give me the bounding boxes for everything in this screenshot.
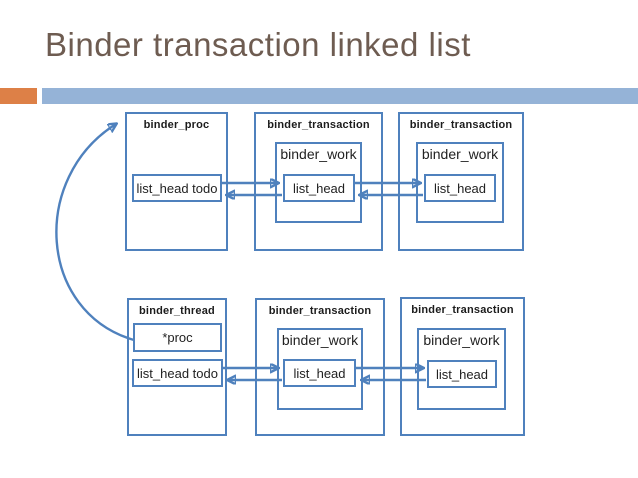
field-list-head: list_head	[283, 174, 355, 202]
field-list-head-todo: list_head todo	[132, 359, 223, 387]
box-binder-work: binder_work list_head	[277, 328, 363, 410]
slide-title: Binder transaction linked list	[45, 26, 471, 63]
proc-pointer-arrow	[55, 124, 135, 342]
binder-work-label: binder_work	[280, 146, 357, 162]
box-binder-transaction-title: binder_transaction	[267, 119, 370, 131]
title-accent-square	[0, 88, 37, 104]
box-binder-transaction-title: binder_transaction	[409, 119, 513, 131]
box-binder-proc: binder_proc list_head todo	[125, 112, 228, 251]
box-binder-transaction-bottom-1: binder_transaction binder_work list_head	[255, 298, 385, 436]
binder-work-label: binder_work	[421, 146, 499, 162]
box-binder-work: binder_work list_head	[275, 142, 362, 223]
box-binder-thread: binder_thread *proc list_head todo	[127, 298, 227, 436]
field-list-head: list_head	[283, 359, 356, 387]
box-binder-work: binder_work list_head	[416, 142, 504, 223]
field-list-head-todo: list_head todo	[132, 174, 222, 202]
binder-work-label: binder_work	[281, 332, 359, 348]
box-binder-proc-title: binder_proc	[143, 119, 210, 131]
field-proc-pointer: *proc	[133, 323, 222, 352]
box-binder-work: binder_work list_head	[417, 328, 506, 410]
box-binder-transaction-bottom-2: binder_transaction binder_work list_head	[400, 297, 525, 436]
box-binder-thread-title: binder_thread	[139, 305, 215, 317]
binder-work-label: binder_work	[423, 332, 500, 348]
title-underline-bar	[42, 88, 638, 104]
box-binder-transaction-top-1: binder_transaction binder_work list_head	[254, 112, 383, 251]
box-binder-transaction-title: binder_transaction	[411, 304, 514, 316]
box-binder-transaction-top-2: binder_transaction binder_work list_head	[398, 112, 524, 251]
field-list-head: list_head	[424, 174, 496, 202]
field-list-head: list_head	[427, 360, 497, 388]
box-binder-transaction-title: binder_transaction	[268, 305, 372, 317]
